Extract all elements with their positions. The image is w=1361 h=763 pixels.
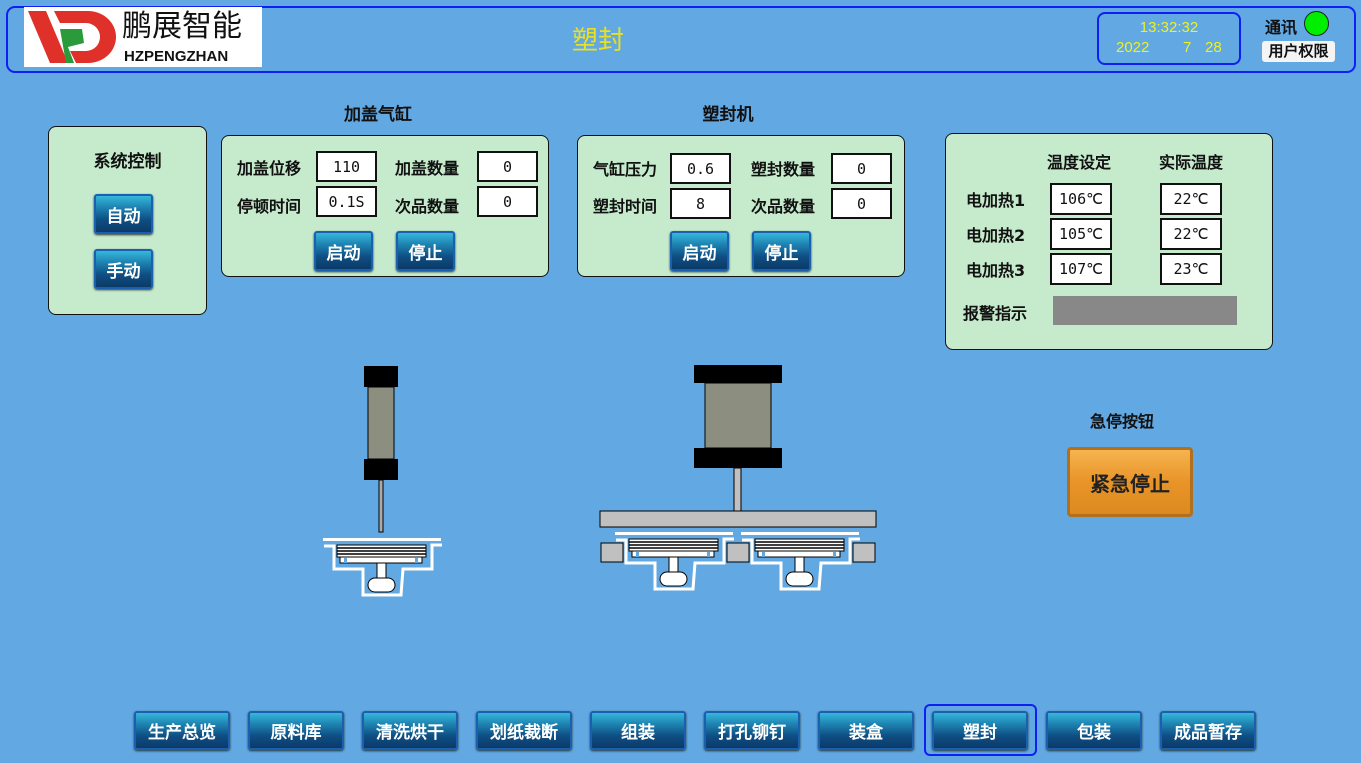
logo-text-cn: 鹏展智能 — [122, 9, 242, 44]
tray-drawing — [321, 536, 444, 597]
clock-month: 7 — [1183, 39, 1192, 56]
nav-boxing[interactable]: 装盒 — [818, 711, 914, 750]
nav-active-outline — [924, 704, 1037, 756]
seal-time-label: 塑封时间 — [593, 197, 658, 216]
user-permission-button[interactable]: 用户权限 — [1262, 41, 1335, 62]
cover-cylinder-title: 加盖气缸 — [344, 105, 412, 125]
heater-actual-field: 23℃ — [1160, 253, 1222, 285]
nav-punch-rivet[interactable]: 打孔铆钉 — [704, 711, 800, 750]
comm-label: 通讯 — [1265, 18, 1298, 37]
cover-displacement-field[interactable]: 110 — [316, 151, 377, 182]
seal-defect-field: 0 — [831, 188, 892, 219]
nav-packing[interactable]: 包装 — [1046, 711, 1142, 750]
pressure-label: 气缸压力 — [593, 160, 658, 179]
cover-stop-button[interactable]: 停止 — [396, 231, 455, 271]
pressure-field[interactable]: 0.6 — [670, 153, 731, 184]
comm-status-indicator — [1304, 11, 1329, 36]
nav-finished-storage[interactable]: 成品暂存 — [1160, 711, 1256, 750]
cover-defect-label: 次品数量 — [395, 197, 460, 216]
sealer-start-button[interactable]: 启动 — [670, 231, 729, 271]
system-control-title: 系统控制 — [93, 152, 162, 172]
heater-set-field[interactable]: 106℃ — [1050, 183, 1112, 215]
nav-sealing[interactable]: 塑封 — [932, 711, 1028, 750]
sealer-stop-button[interactable]: 停止 — [752, 231, 811, 271]
cover-displacement-label: 加盖位移 — [237, 159, 302, 178]
heater-actual-field: 22℃ — [1160, 218, 1222, 250]
logo-text-en: HZPENGZHAN — [124, 48, 229, 65]
pause-time-field[interactable]: 0.1S — [316, 186, 377, 217]
auto-button[interactable]: 自动 — [94, 194, 153, 234]
heater-actual-field: 22℃ — [1160, 183, 1222, 215]
nav-wash-dry[interactable]: 清洗烘干 — [362, 711, 458, 750]
estop-title: 急停按钮 — [1090, 412, 1155, 431]
cover-start-button[interactable]: 启动 — [314, 231, 373, 271]
nav-raw-material[interactable]: 原料库 — [248, 711, 344, 750]
heater-label: 电加热2 — [966, 226, 1026, 245]
heater-set-field[interactable]: 105℃ — [1050, 218, 1112, 250]
nav-assembly[interactable]: 组装 — [590, 711, 686, 750]
cover-defect-field: 0 — [477, 186, 538, 217]
alarm-indicator — [1053, 296, 1237, 325]
heater-label: 电加热3 — [966, 261, 1026, 280]
seal-defect-label: 次品数量 — [751, 197, 816, 216]
clock-day: 28 — [1205, 39, 1222, 56]
cover-cylinder-drawing — [321, 366, 444, 597]
seal-time-field[interactable]: 8 — [670, 188, 731, 219]
seal-count-field: 0 — [831, 153, 892, 184]
cover-count-label: 加盖数量 — [395, 159, 460, 178]
temp-actual-header: 实际温度 — [1159, 153, 1224, 172]
alarm-label: 报警指示 — [963, 304, 1028, 323]
clock-time: 13:32:32 — [1139, 19, 1199, 36]
heater-label: 电加热1 — [966, 191, 1026, 210]
emergency-stop-button[interactable]: 紧急停止 — [1067, 447, 1193, 517]
nav-paper-cut[interactable]: 划纸裁断 — [476, 711, 572, 750]
clock-year: 2022 — [1116, 39, 1150, 56]
heater-set-field[interactable]: 107℃ — [1050, 253, 1112, 285]
clock-display: 13:32:32 2022 7 28 — [1097, 12, 1241, 65]
logo-mark-icon — [28, 11, 116, 63]
nav-production-overview[interactable]: 生产总览 — [134, 711, 230, 750]
seal-count-label: 塑封数量 — [751, 160, 816, 179]
sealer-title: 塑封机 — [702, 105, 754, 125]
temp-set-header: 温度设定 — [1047, 153, 1112, 172]
page-title: 塑封 — [571, 26, 624, 56]
manual-button[interactable]: 手动 — [94, 249, 153, 289]
cover-count-field: 0 — [477, 151, 538, 182]
header-bar — [6, 6, 1356, 73]
pause-time-label: 停顿时间 — [237, 197, 302, 216]
sealer-press-drawing — [599, 365, 877, 591]
company-logo: 鹏展智能 HZPENGZHAN — [24, 7, 262, 67]
